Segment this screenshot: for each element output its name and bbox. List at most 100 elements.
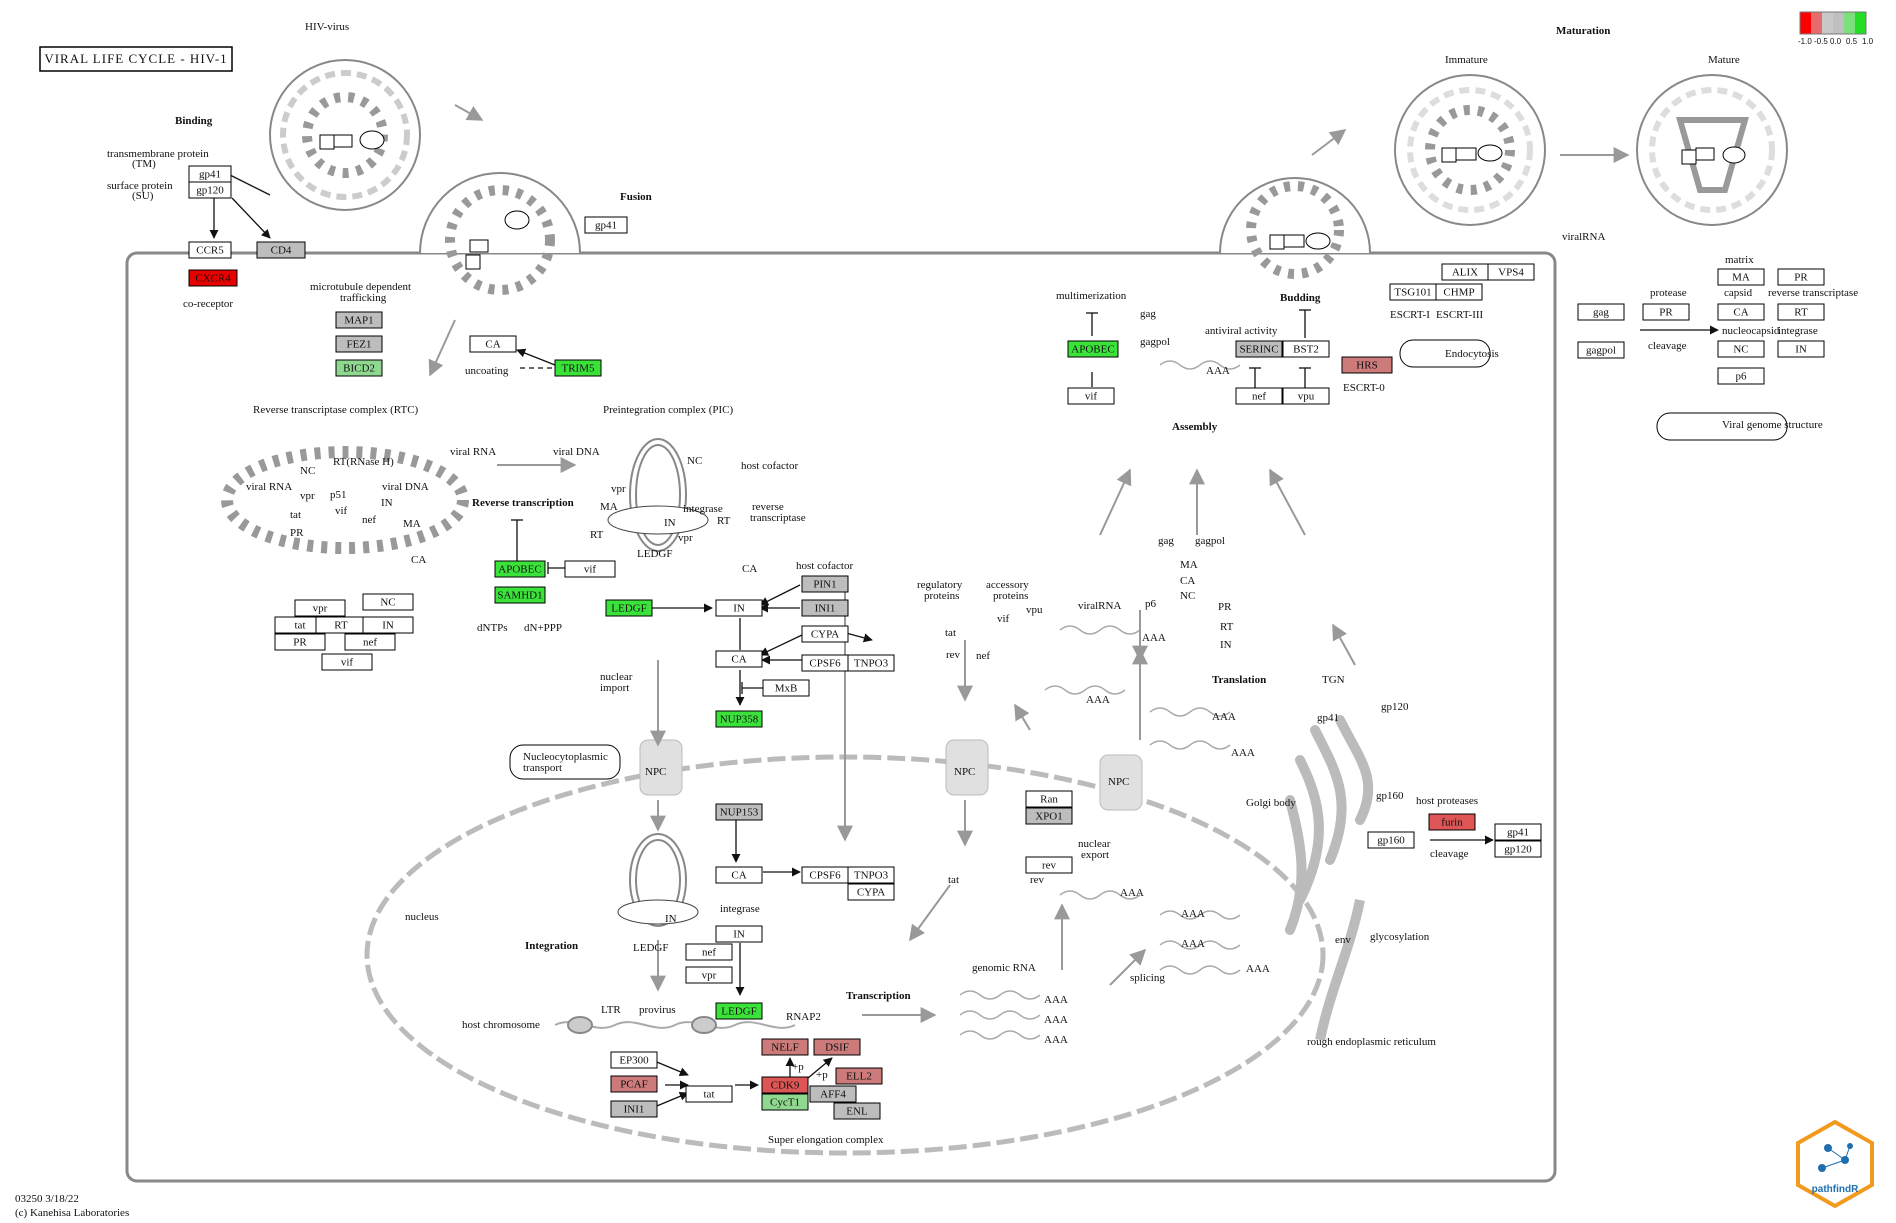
gene-box[interactable]: [1717, 268, 1765, 286]
gene-node-ca-unc[interactable]: CA: [469, 335, 517, 353]
gene-box[interactable]: [801, 625, 849, 643]
gene-box[interactable]: [1235, 387, 1283, 405]
gene-box[interactable]: [294, 599, 346, 617]
endocytosis-link[interactable]: [1399, 339, 1491, 368]
gene-node-gp160g[interactable]: gp160: [1367, 831, 1415, 849]
gene-node-trim5[interactable]: TRIM5: [554, 359, 602, 377]
gene-node-pin1[interactable]: PIN1: [801, 575, 849, 593]
gene-box[interactable]: [335, 335, 383, 353]
gene-box[interactable]: [274, 633, 326, 651]
gene-box[interactable]: [335, 311, 383, 329]
gene-box[interactable]: [801, 575, 849, 593]
gene-node-tat-t[interactable]: tat: [685, 1085, 733, 1103]
gene-node-cypa-a[interactable]: CYPA: [801, 625, 849, 643]
gene-node-nef-g[interactable]: nef: [344, 633, 396, 651]
gene-node-alix[interactable]: ALIX: [1441, 263, 1489, 281]
gene-node-apobec1[interactable]: APOBEC: [494, 560, 546, 578]
gene-box[interactable]: [715, 599, 763, 617]
gene-node-pcaf[interactable]: PCAF: [610, 1075, 658, 1093]
gene-node-dsif[interactable]: DSIF: [813, 1038, 861, 1056]
gene-node-vif-rt[interactable]: vif: [564, 560, 616, 578]
gene-node-ran[interactable]: Ran: [1025, 790, 1073, 808]
gene-node-map1[interactable]: MAP1: [335, 311, 383, 329]
gene-box[interactable]: [335, 359, 383, 377]
gene-node-furin[interactable]: furin: [1428, 813, 1476, 831]
gene-box[interactable]: [494, 586, 546, 604]
gene-node-ca-b[interactable]: CA: [715, 866, 763, 884]
gene-node-ledgf-b[interactable]: LEDGF: [715, 1002, 763, 1020]
gene-node-chmp[interactable]: CHMP: [1435, 283, 1483, 301]
gene-node-fez1[interactable]: FEZ1: [335, 335, 383, 353]
gene-node-cxcr4[interactable]: CXCR4: [188, 269, 238, 287]
gene-node-nef-as[interactable]: nef: [1235, 387, 1283, 405]
gene-box[interactable]: [1487, 263, 1535, 281]
gene-node-vps4[interactable]: VPS4: [1487, 263, 1535, 281]
gene-box[interactable]: [1067, 387, 1115, 405]
gene-node-pr-m2[interactable]: PR: [1777, 268, 1825, 286]
gene-node-gag-m[interactable]: gag: [1577, 303, 1625, 321]
gene-box[interactable]: [1717, 367, 1765, 385]
gene-box[interactable]: [847, 883, 895, 901]
gene-node-nef-b[interactable]: nef: [685, 943, 733, 961]
gene-node-nc-m[interactable]: NC: [1717, 340, 1765, 358]
gene-box[interactable]: [1577, 303, 1625, 321]
gene-node-vpr-b[interactable]: vpr: [685, 966, 733, 984]
gene-box[interactable]: [1494, 823, 1542, 841]
gene-box[interactable]: [715, 925, 763, 943]
gene-node-samhd1[interactable]: SAMHD1: [494, 586, 546, 604]
gene-box[interactable]: [762, 679, 810, 697]
gene-box[interactable]: [1235, 340, 1283, 358]
gene-box[interactable]: [1067, 340, 1119, 358]
gene-box[interactable]: [715, 710, 763, 728]
gene-node-cypa-b[interactable]: CYPA: [847, 883, 895, 901]
gene-box[interactable]: [1777, 303, 1825, 321]
nucleocytoplasmic-transport-link[interactable]: [509, 744, 621, 780]
gene-node-ledgf-a[interactable]: LEDGF: [605, 599, 653, 617]
gene-node-vpr-g[interactable]: vpr: [294, 599, 346, 617]
gene-node-ini1a[interactable]: INI1: [801, 599, 849, 617]
gene-box[interactable]: [1777, 340, 1825, 358]
gene-box[interactable]: [847, 654, 895, 672]
gene-box[interactable]: [1642, 303, 1690, 321]
gene-node-bicd2[interactable]: BICD2: [335, 359, 383, 377]
gene-box[interactable]: [610, 1075, 658, 1093]
gene-node-xpo1[interactable]: XPO1: [1025, 807, 1073, 825]
gene-node-in-m[interactable]: IN: [1777, 340, 1825, 358]
gene-box[interactable]: [1025, 807, 1073, 825]
gene-node-ccr5[interactable]: CCR5: [188, 241, 232, 259]
gene-box[interactable]: [715, 1002, 763, 1020]
gene-box[interactable]: [188, 241, 232, 259]
gene-node-cdk9[interactable]: CDK9: [761, 1076, 809, 1094]
gene-node-nc-g[interactable]: NC: [362, 593, 414, 611]
gene-box[interactable]: [1777, 268, 1825, 286]
gene-node-ini1b[interactable]: INI1: [610, 1100, 658, 1118]
gene-node-apobec2[interactable]: APOBEC: [1067, 340, 1119, 358]
gene-node-nup358[interactable]: NUP358: [715, 710, 763, 728]
gene-node-hrs[interactable]: HRS: [1341, 356, 1393, 374]
gene-node-pr-m[interactable]: PR: [1642, 303, 1690, 321]
gene-node-enl[interactable]: ENL: [833, 1102, 881, 1120]
gene-node-nelf[interactable]: NELF: [761, 1038, 809, 1056]
gene-box[interactable]: [321, 653, 373, 671]
gene-box[interactable]: [801, 599, 849, 617]
gene-node-vif-g[interactable]: vif: [321, 653, 373, 671]
gene-box[interactable]: [1717, 303, 1765, 321]
gene-box[interactable]: [1282, 387, 1330, 405]
gene-box[interactable]: [685, 1085, 733, 1103]
gene-node-rt-m[interactable]: RT: [1777, 303, 1825, 321]
gene-node-aff4[interactable]: AFF4: [809, 1085, 857, 1103]
gene-node-gp41a[interactable]: gp41: [188, 165, 232, 183]
gene-box[interactable]: [188, 181, 232, 199]
gene-box[interactable]: [685, 943, 733, 961]
viral-genome-structure-link[interactable]: [1656, 412, 1788, 441]
gene-box[interactable]: [554, 359, 602, 377]
gene-node-vpu-as[interactable]: vpu: [1282, 387, 1330, 405]
gene-box[interactable]: [715, 650, 763, 668]
gene-node-rev-g[interactable]: rev: [1025, 856, 1073, 874]
gene-node-in-b[interactable]: IN: [715, 925, 763, 943]
gene-box[interactable]: [1367, 831, 1415, 849]
gene-node-ma-m[interactable]: MA: [1717, 268, 1765, 286]
gene-box[interactable]: [761, 1076, 809, 1094]
gene-box[interactable]: [610, 1051, 658, 1069]
gene-box[interactable]: [362, 593, 414, 611]
